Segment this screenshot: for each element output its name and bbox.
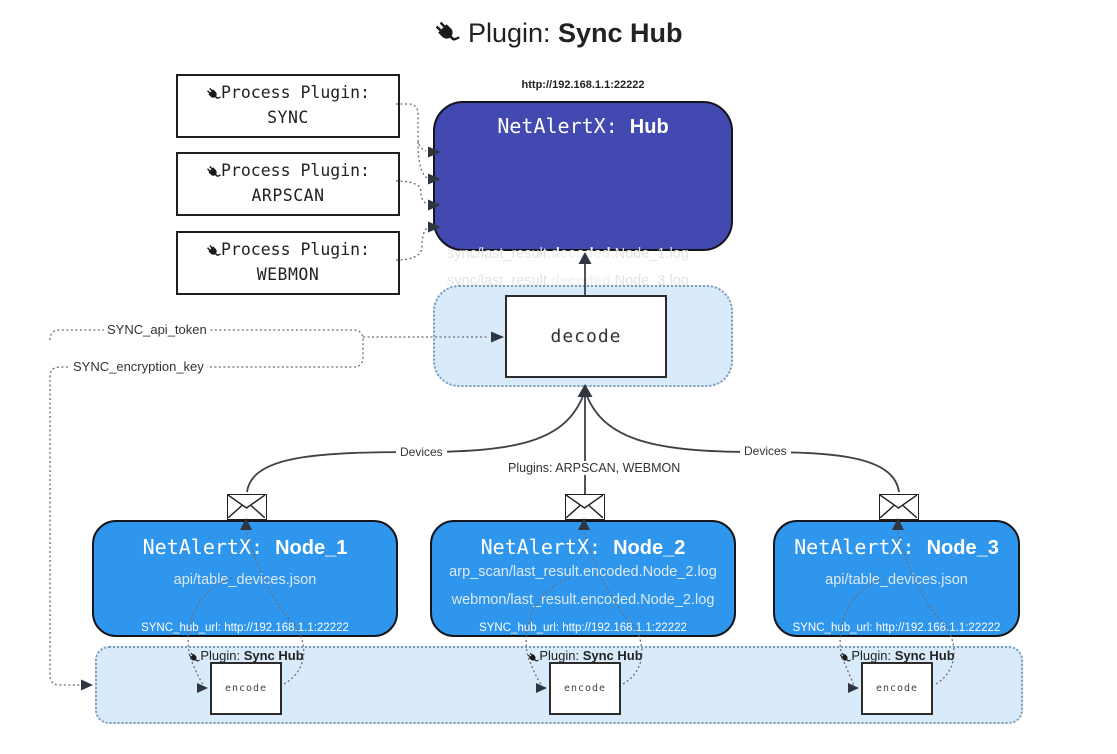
encode-box[interactable]: encode <box>210 662 282 715</box>
process-plugin-name: WEBMON <box>256 265 320 284</box>
sync-encryption-key-label: SYNC_encryption_key <box>70 359 207 374</box>
envelope-icon <box>227 494 267 520</box>
devices-right-label: Devices <box>740 444 791 458</box>
envelope-icon <box>879 494 919 520</box>
encode-box[interactable]: encode <box>549 662 621 715</box>
node-file-line: arp_scan/last_result.encoded.Node_2.log <box>449 564 717 580</box>
hub-title: NetAlertX: Hub <box>497 114 669 138</box>
node-hub-url: SYNC_hub_url: http://192.168.1.1:22222 <box>479 622 687 634</box>
title-bold: Sync Hub <box>558 18 683 48</box>
envelope-icon <box>565 494 605 520</box>
devices-left-label: Devices <box>396 445 447 459</box>
node-title: NetAlertX: Node_2 <box>480 535 686 559</box>
node-file-line: webmon/last_result.encoded.Node_2.log <box>451 592 715 608</box>
page-title: Plugin: Sync Hub <box>0 18 1117 53</box>
plug-icon <box>839 652 852 667</box>
process-plugin-name: SYNC <box>267 108 309 127</box>
process-plugin-arpscan[interactable]: Process Plugin: ARPSCAN <box>176 152 400 216</box>
node-3[interactable]: NetAlertX: Node_3 api/table_devices.json… <box>773 520 1020 637</box>
title-prefix: Plugin: <box>467 18 559 48</box>
plug-icon <box>206 87 221 106</box>
node-hub-url: SYNC_hub_url: http://192.168.1.1:22222 <box>141 622 349 634</box>
decode-box[interactable]: decode <box>505 295 667 378</box>
plug-icon <box>527 652 540 667</box>
plug-icon <box>434 20 460 53</box>
process-plugin-sync[interactable]: Process Plugin: SYNC <box>176 74 400 138</box>
node-file-line: api/table_devices.json <box>825 572 968 588</box>
hub-node[interactable]: NetAlertX: Hub sync/last_result.decoded.… <box>433 101 733 337</box>
hub-log-line: sync/last_result.decoded.Node_1.log <box>447 246 689 262</box>
node-title: NetAlertX: Node_3 <box>794 535 999 559</box>
process-plugin-label: Process Plugin: <box>220 161 370 180</box>
process-plugin-label: Process Plugin: <box>220 240 370 259</box>
plug-icon <box>206 165 221 184</box>
node-title: NetAlertX: Node_1 <box>142 535 348 559</box>
process-plugin-name: ARPSCAN <box>251 186 325 205</box>
node-file-line: api/table_devices.json <box>173 572 317 588</box>
plugins-edge-label: Plugins: ARPSCAN, WEBMON <box>504 461 685 475</box>
node-hub-url: SYNC_hub_url: http://192.168.1.1:22222 <box>792 622 1001 634</box>
hub-url: http://192.168.1.1:22222 <box>521 79 645 91</box>
process-plugin-label: Process Plugin: <box>220 83 370 102</box>
node-2[interactable]: NetAlertX: Node_2 arp_scan/last_result.e… <box>430 520 736 637</box>
sync-api-token-label: SYNC_api_token <box>104 322 210 337</box>
plug-icon <box>188 652 201 667</box>
process-plugin-webmon[interactable]: Process Plugin: WEBMON <box>176 231 400 295</box>
node-1[interactable]: NetAlertX: Node_1 api/table_devices.json… <box>92 520 398 637</box>
plug-icon <box>206 244 221 263</box>
encode-box[interactable]: encode <box>861 662 933 715</box>
